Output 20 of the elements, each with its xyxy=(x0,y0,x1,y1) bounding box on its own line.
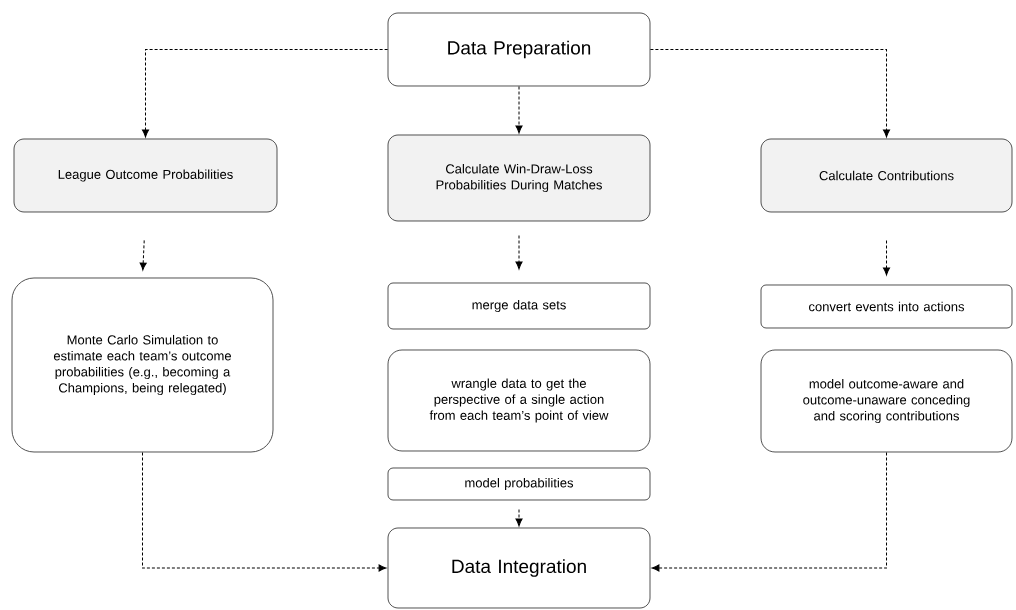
stage-box: Calculate Contributions xyxy=(760,138,1013,213)
process-box: Data Preparation xyxy=(387,12,651,87)
arrow xyxy=(651,451,887,572)
arrow xyxy=(882,239,891,276)
step-box: convert events into actions xyxy=(760,284,1013,329)
stage-box: League Outcome Probabilities xyxy=(13,138,278,213)
stage-box: Calculate Win-Draw-Loss Probabilities During Matches xyxy=(387,134,651,222)
arrow xyxy=(139,239,147,271)
step-box: Monte Carlo Simulation to estimate each team’s outcome probabilities (e.g., becoming a Champions, being relegated) xyxy=(11,277,274,453)
step-box: wrangle data to get the perspective of a single action from each team’s point of view xyxy=(387,349,651,452)
process-box: Data Integration xyxy=(387,527,651,609)
arrow xyxy=(515,85,523,134)
step-box: merge data sets xyxy=(387,282,651,330)
arrow xyxy=(515,508,523,527)
step-box: model probabilities xyxy=(387,467,651,501)
arrow xyxy=(142,451,387,572)
step-box: model outcome-aware and outcome-unaware conceding and scoring contributions xyxy=(760,349,1013,453)
arrow xyxy=(649,49,891,138)
arrow xyxy=(515,234,523,270)
arrow xyxy=(141,49,389,138)
